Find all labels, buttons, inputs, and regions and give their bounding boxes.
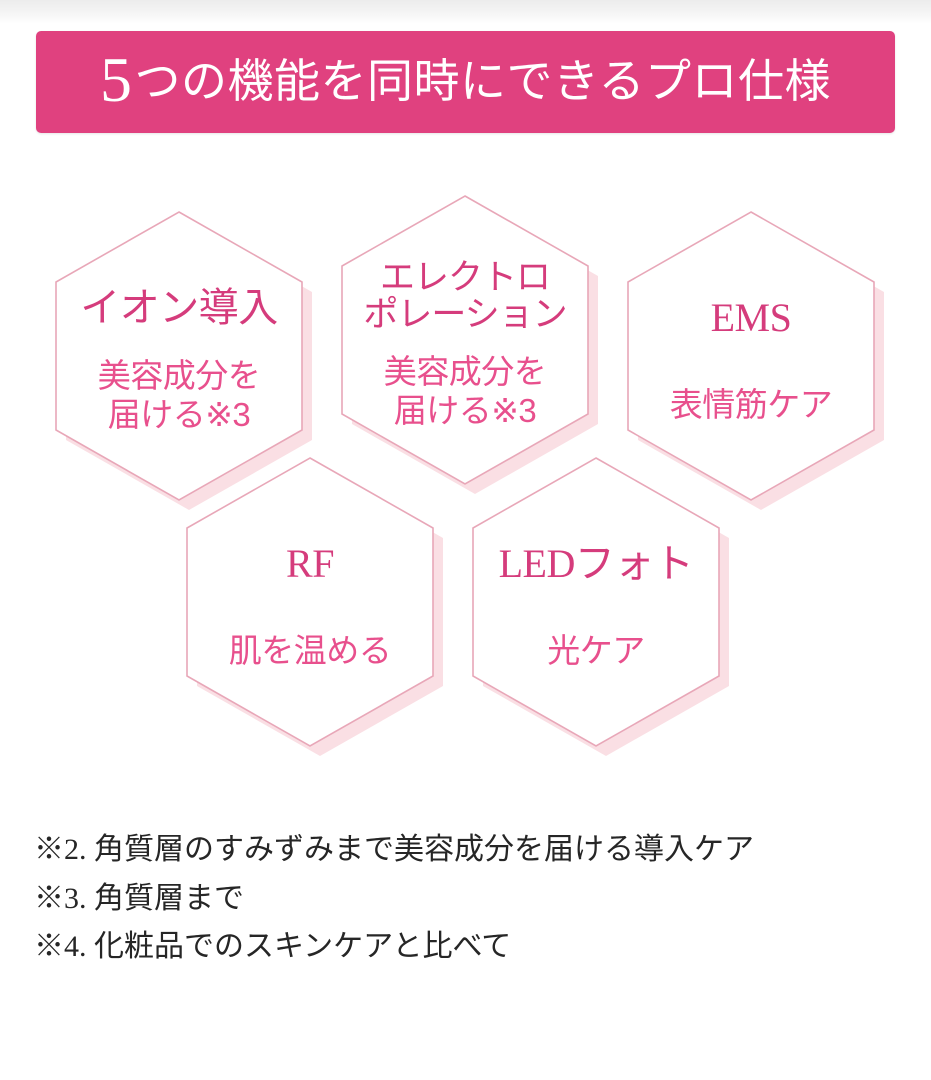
feature-hex-rf[interactable]: RF 肌を温める xyxy=(167,442,453,772)
feature-title: RF xyxy=(286,541,334,586)
headline-rest: つの機能を同時にできるプロ仕様 xyxy=(134,56,832,107)
feature-hex-ion-introduction[interactable]: イオン導入 美容成分を 届ける※3 xyxy=(36,196,322,526)
feature-title: LEDフォト xyxy=(498,541,694,586)
hexagon-shape-icon xyxy=(341,195,598,494)
feature-hex-ems[interactable]: EMS 表情筋ケア xyxy=(608,196,894,526)
feature-hex-electroporation[interactable]: エレクトロ ポレーション 美容成分を 届ける※3 xyxy=(322,180,608,510)
footnote-item: ※4. 化粧品でのスキンケアと比べて xyxy=(34,930,512,964)
feature-title: エレクトロ ポレーション xyxy=(363,258,567,335)
headline-number: 5 xyxy=(99,44,133,115)
footnote-block: ※2. 角質層のすみずみまで美容成分を届ける導入ケア ※3. 角質層まで ※4.… xyxy=(34,826,904,972)
feature-hex-text-rf: RF 肌を温める xyxy=(167,442,453,772)
hexagon-shape-icon xyxy=(55,211,312,510)
hexagon-shape-icon xyxy=(472,457,729,756)
feature-hex-text-ems: EMS 表情筋ケア xyxy=(608,196,894,526)
feature-subtitle: 美容成分を 届ける※3 xyxy=(97,356,261,434)
feature-title: イオン導入 xyxy=(80,285,278,331)
footnote-item: ※3. 角質層まで xyxy=(34,881,244,915)
footnote-item: ※2. 角質層のすみずみまで美容成分を届ける導入ケア xyxy=(34,833,754,866)
feature-hexagon-cluster: イオン導入 美容成分を 届ける※3 エレクトロ ポレーション 美容成分を 届ける… xyxy=(0,180,931,780)
hexagon-shape-icon xyxy=(627,211,884,510)
feature-hex-led-photo[interactable]: LEDフォト 光ケア xyxy=(453,442,739,772)
headline-banner: 5つの機能を同時にできるプロ仕様 xyxy=(36,31,895,133)
hexagon-shape-icon xyxy=(186,457,443,756)
feature-hex-text-ion-introduction: イオン導入 美容成分を 届ける※3 xyxy=(36,196,322,526)
feature-subtitle: 肌を温める xyxy=(228,632,392,670)
feature-subtitle: 光ケア xyxy=(547,632,645,670)
feature-subtitle: 美容成分を 届ける※3 xyxy=(383,352,547,430)
feature-hex-text-led-photo: LEDフォト 光ケア xyxy=(453,442,739,772)
feature-subtitle: 表情筋ケア xyxy=(669,386,833,424)
feature-title: EMS xyxy=(710,295,792,340)
headline-text: 5つの機能を同時にできるプロ仕様 xyxy=(100,48,831,112)
top-gradient-strip xyxy=(0,0,931,24)
feature-hex-text-electroporation: エレクトロ ポレーション 美容成分を 届ける※3 xyxy=(322,180,608,510)
